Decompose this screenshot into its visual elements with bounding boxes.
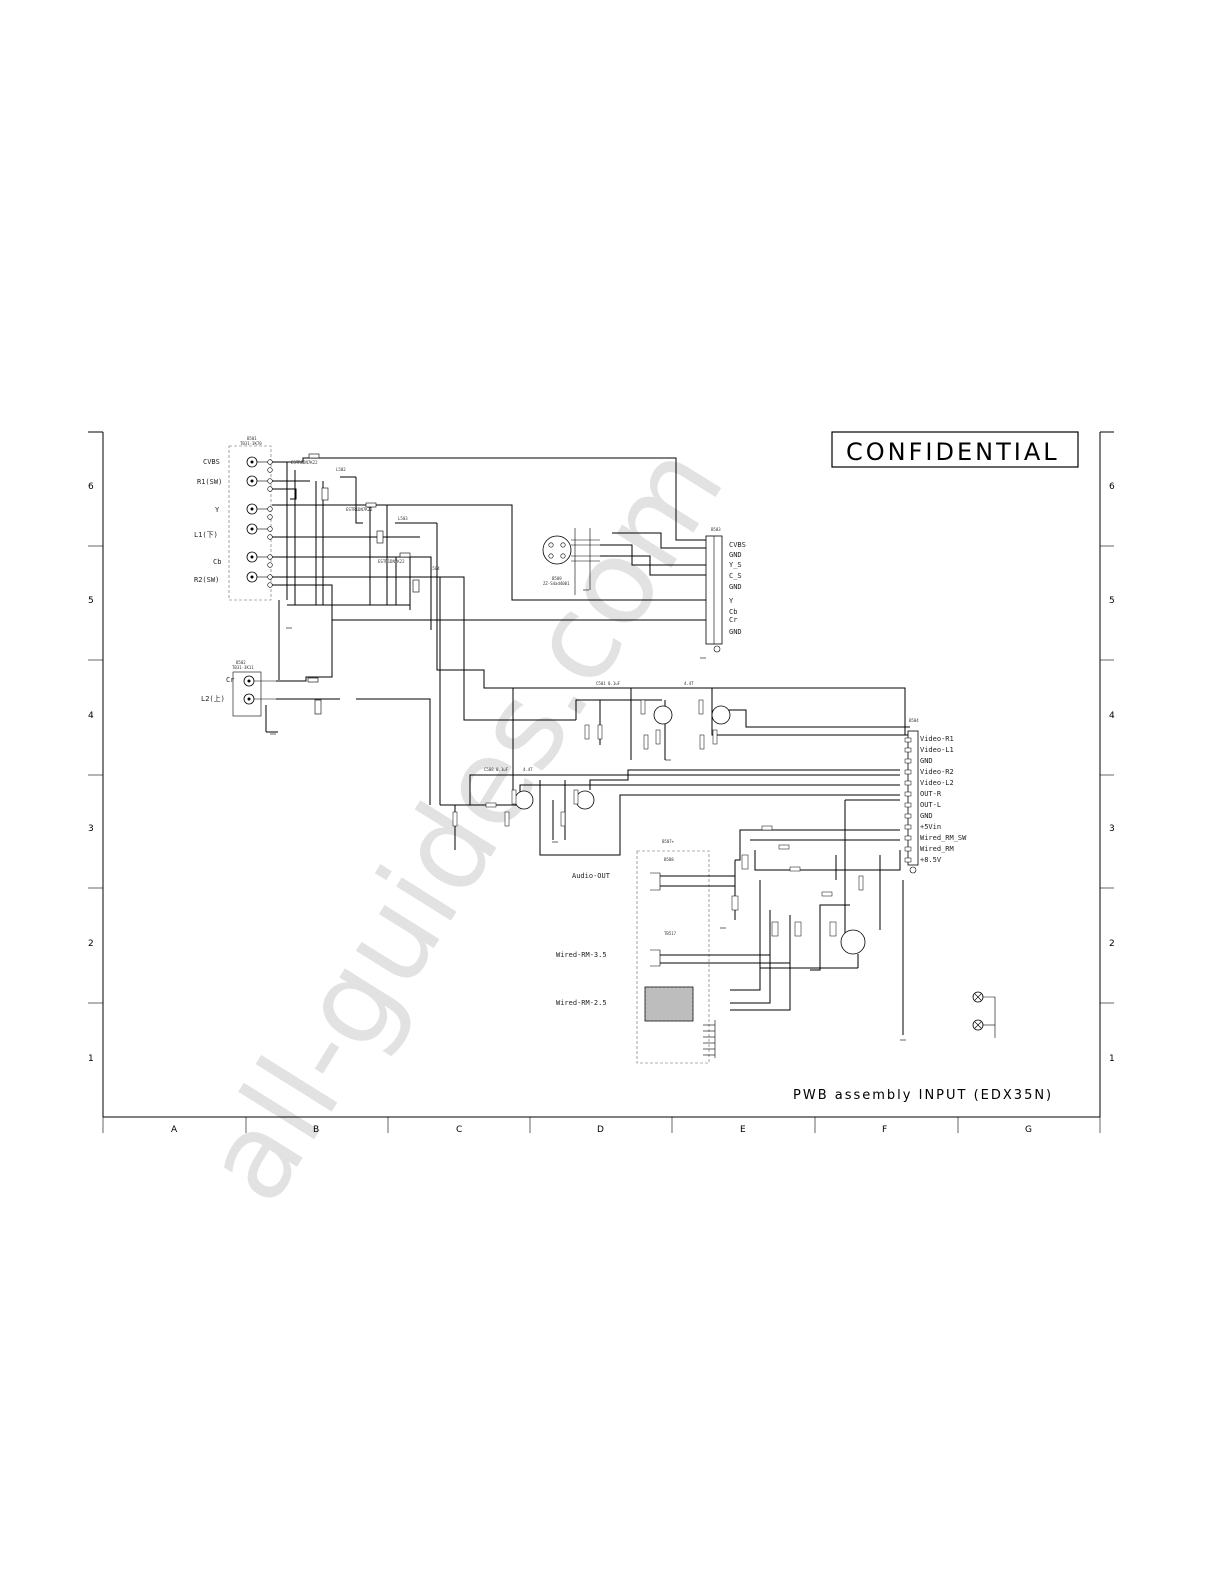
pin-label: OUT-R bbox=[920, 790, 942, 798]
small-components-upper-left: L502 L503 L504 ESTR1DN7K22 ESTR1DN7K22 E… bbox=[291, 453, 440, 593]
row-label: 6 bbox=[88, 482, 94, 492]
main-connector: B504 Video-R1 Video-L1 GND Video-R2 Vide… bbox=[904, 718, 967, 874]
svg-text:TB517: TB517 bbox=[664, 931, 677, 936]
svg-text:C501 0.1uF: C501 0.1uF bbox=[596, 681, 621, 686]
column-label: D bbox=[597, 1125, 604, 1135]
svg-text:ZZ-S4ad4001: ZZ-S4ad4001 bbox=[543, 581, 570, 586]
row-label: 3 bbox=[1109, 824, 1115, 834]
watermark: all-guides.com bbox=[177, 421, 751, 1225]
pin-label: Video-R1 bbox=[920, 735, 954, 743]
row-label: 5 bbox=[1109, 596, 1115, 606]
svg-text:C508 0.1uF: C508 0.1uF bbox=[484, 767, 509, 772]
pin-label: Y_S bbox=[729, 561, 742, 569]
jack-label-cvbs: CVBS bbox=[203, 458, 220, 466]
svg-text:B507+: B507+ bbox=[662, 839, 675, 844]
jack-label-y: Y bbox=[215, 506, 220, 514]
upper-connector: B503 CVBS GND Y_S C_S GND Y Cb Cr GND bbox=[705, 527, 746, 653]
svg-text:L502: L502 bbox=[336, 467, 346, 472]
jack-label-cb: Cb bbox=[213, 558, 221, 566]
remote-jack-section: B507+ B508 TB517 Audio-OUT Wired-RM-3.5 … bbox=[556, 799, 904, 1064]
pin-label: Video-R2 bbox=[920, 768, 954, 776]
svg-text:4.4T: 4.4T bbox=[684, 681, 694, 686]
column-label: E bbox=[740, 1125, 746, 1135]
rca-jack-block-upper: B501 TB31-3K70 bbox=[228, 436, 273, 601]
pin-label: Video-L2 bbox=[920, 779, 954, 787]
confidential-stamp: CONFIDENTIAL bbox=[831, 431, 1079, 468]
pin-label: Video-L1 bbox=[920, 746, 954, 754]
jack-label-r1: R1(SW) bbox=[197, 478, 222, 486]
svg-text:ESTR1DN7K22: ESTR1DN7K22 bbox=[346, 507, 373, 512]
drawing-frame bbox=[88, 431, 1114, 1133]
audio-amplifier-lower: C508 0.1uF 4.4T bbox=[440, 767, 900, 856]
audio-amplifier-upper: C501 0.1uF 4.4T bbox=[484, 681, 910, 790]
row-label: 4 bbox=[88, 711, 94, 721]
jack-label-wired-rm-25: Wired-RM-2.5 bbox=[556, 999, 607, 1007]
row-label: 1 bbox=[88, 1054, 94, 1064]
svg-text:B504: B504 bbox=[909, 718, 919, 723]
pin-label: GND bbox=[729, 551, 742, 559]
pin-label: +5Vin bbox=[920, 823, 941, 831]
svg-text:TB31-3K11: TB31-3K11 bbox=[232, 665, 254, 670]
column-label: F bbox=[882, 1125, 887, 1135]
pin-label: CVBS bbox=[729, 541, 746, 549]
svg-text:4.4T: 4.4T bbox=[523, 767, 533, 772]
row-label: 6 bbox=[1109, 482, 1115, 492]
row-label: 1 bbox=[1109, 1054, 1115, 1064]
row-label: 2 bbox=[88, 939, 94, 949]
column-label: B bbox=[313, 1125, 319, 1135]
jack-label-audio-out: Audio-OUT bbox=[572, 872, 611, 880]
column-labels: A B C D E F G bbox=[171, 1125, 1032, 1135]
column-label: A bbox=[171, 1125, 178, 1135]
pin-label: GND bbox=[920, 757, 933, 765]
pin-label: Wired_RM_SW bbox=[920, 834, 967, 842]
svg-text:ESTR1DN7K22: ESTR1DN7K22 bbox=[291, 460, 318, 465]
row-label: 3 bbox=[88, 824, 94, 834]
svg-text:B502: B502 bbox=[236, 660, 246, 665]
wiring-lower-left bbox=[265, 620, 431, 805]
pin-label: C_S bbox=[729, 572, 742, 580]
ground-symbols bbox=[270, 589, 906, 1041]
rca-jack-block-lower: B502 TB31-3K11 Cr L2(上) bbox=[201, 660, 276, 717]
jack-label-r2: R2(SW) bbox=[194, 576, 219, 584]
mini-din-connector: B509 ZZ-S4ad4001 bbox=[542, 528, 706, 595]
jack-label-l1: L1(下) bbox=[194, 531, 218, 539]
svg-text:TB31-3K70: TB31-3K70 bbox=[240, 441, 262, 446]
pin-label: Cb bbox=[729, 608, 737, 616]
jack-label-cr: Cr bbox=[226, 676, 234, 684]
assembly-title: PWB assembly INPUT (EDX35N) bbox=[793, 1088, 1053, 1103]
jack-label-wired-rm-35: Wired-RM-3.5 bbox=[556, 951, 607, 959]
row-labels-left: 6 5 4 3 2 1 bbox=[88, 482, 94, 1064]
row-label: 2 bbox=[1109, 939, 1115, 949]
row-label: 5 bbox=[88, 596, 94, 606]
row-labels-right: 6 5 4 3 2 1 bbox=[1109, 482, 1115, 1064]
pin-label: Y bbox=[729, 597, 734, 605]
pin-label: GND bbox=[920, 812, 933, 820]
pin-label: Wired_RM bbox=[920, 845, 954, 853]
svg-text:B503: B503 bbox=[711, 527, 721, 532]
pin-label: GND bbox=[729, 628, 742, 636]
confidential-text: CONFIDENTIAL bbox=[846, 438, 1060, 466]
svg-text:L504: L504 bbox=[430, 566, 440, 571]
pin-label: Cr bbox=[729, 616, 737, 624]
jack-labels-upper: CVBS R1(SW) Y L1(下) Cb R2(SW) bbox=[194, 458, 222, 584]
pin-label: OUT-L bbox=[920, 801, 941, 809]
jack-label-l2: L2(上) bbox=[201, 694, 225, 703]
ground-terminals bbox=[972, 991, 996, 1038]
svg-text:ESTR1DN7K22: ESTR1DN7K22 bbox=[378, 559, 405, 564]
row-label: 4 bbox=[1109, 711, 1115, 721]
svg-text:B508: B508 bbox=[664, 857, 674, 862]
svg-text:L503: L503 bbox=[398, 516, 408, 521]
pin-label: GND bbox=[729, 583, 742, 591]
svg-text:B501: B501 bbox=[247, 436, 257, 441]
wiring-upper-left bbox=[272, 457, 706, 805]
column-label: C bbox=[456, 1125, 462, 1135]
svg-text:B509: B509 bbox=[552, 576, 562, 581]
pin-label: +8.5V bbox=[920, 856, 942, 864]
column-label: G bbox=[1025, 1125, 1032, 1135]
